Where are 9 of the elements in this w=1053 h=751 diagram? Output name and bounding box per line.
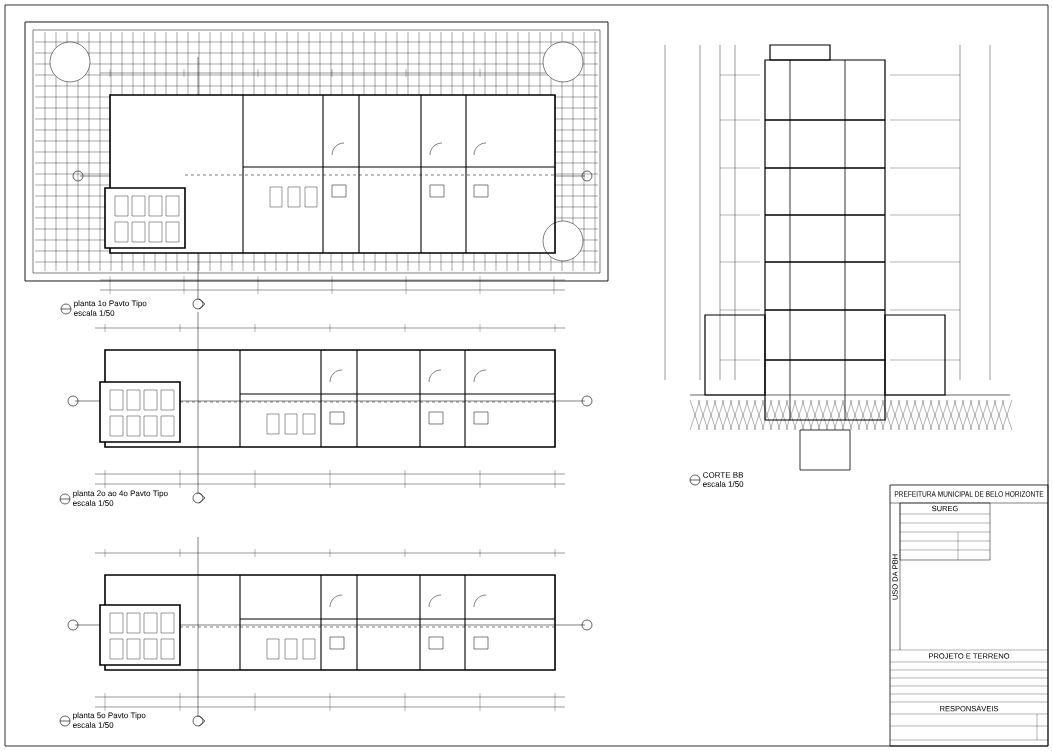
- title-block-heading: PREFEITURA MUNICIPAL DE BELO HORIZONTE: [894, 491, 1044, 497]
- scale-label: escala 1/50: [74, 310, 115, 316]
- scale-label: escala 1/50: [73, 500, 114, 506]
- view-title: planta 1o Pavto Tipo: [74, 300, 147, 308]
- scale-label: escala 1/50: [703, 481, 744, 487]
- view-title: CORTE BB: [703, 472, 743, 478]
- view-title: planta 2o ao 4o Pavto Tipo: [73, 490, 168, 498]
- scale-label: escala 1/50: [73, 722, 114, 728]
- view-title: planta 5o Pavto Tipo: [73, 712, 146, 720]
